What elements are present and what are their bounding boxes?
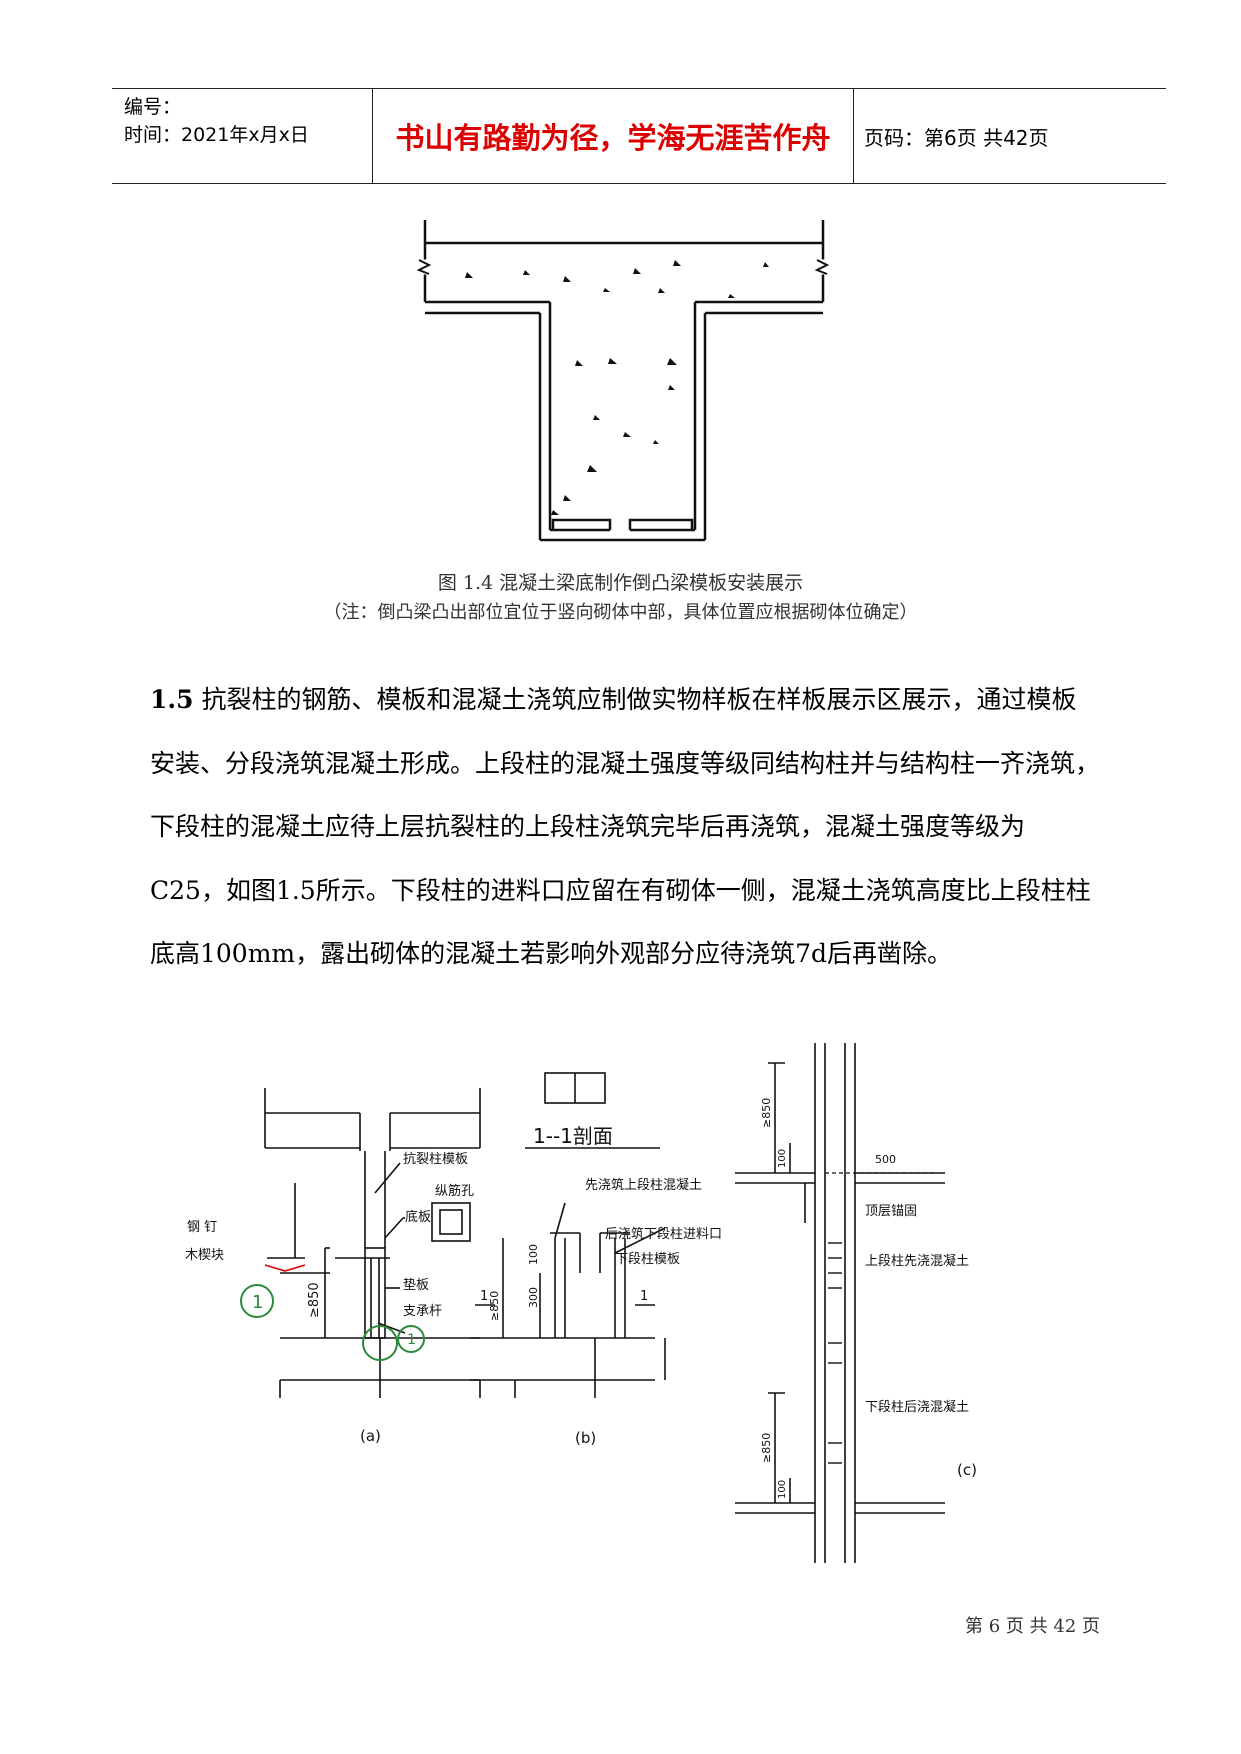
label-cut-right: 1 — [640, 1289, 648, 1304]
label-nail: 钢 钉 — [187, 1220, 217, 1235]
label-upper-pour: 上段柱先浇混凝土 — [865, 1253, 969, 1269]
label-d850-bot-c: ≥850 — [760, 1433, 773, 1463]
label-d850-top-c: ≥850 — [760, 1098, 773, 1128]
label-d100-bot-c: 100 — [777, 1480, 788, 1499]
header-meta: 编号： 时间：2021年x月x日 — [124, 93, 372, 149]
figure-1-5-crack-column: 抗裂柱模板 纵筋孔 底板 垫板 支承杆 钢 钉 木楔块 ≥850 1 1 (a)… — [185, 1043, 977, 1563]
label-formwork: 抗裂柱模板 — [403, 1152, 468, 1167]
number-label: 编号： — [124, 96, 182, 118]
label-section: 1--1剖面 — [533, 1124, 613, 1148]
label-d100-b: 100 — [527, 1244, 540, 1265]
marker-a-green-2: 1 — [407, 1332, 416, 1348]
time-label: 时间：2021年x月x日 — [124, 124, 309, 146]
label-lower-inlet: 后浇筑下段柱进料口 — [605, 1226, 722, 1242]
page-header: 编号： 时间：2021年x月x日 书山有路勤为径，学海无涯苦作舟 页码：第6页 … — [112, 88, 1166, 184]
label-upper-first: 先浇筑上段柱混凝土 — [585, 1177, 702, 1193]
label-cut-left: 1 — [480, 1289, 488, 1304]
figure-1-4-note: （注：倒凸梁凸出部位宜位于竖向砌体中部，具体位置应根据砌体位确定） — [323, 602, 918, 623]
label-lower-pour: 下段柱后浇混凝土 — [865, 1399, 969, 1415]
label-c: (c) — [957, 1461, 977, 1479]
label-b: (b) — [575, 1429, 596, 1447]
label-base-plate: 底板 — [405, 1209, 431, 1225]
figure-1-4-inverted-beam — [414, 220, 834, 542]
label-dim-a: ≥850 — [307, 1282, 322, 1318]
section-text: 抗裂柱的钢筋、模板和混凝土浇筑应制做实物样板在样板展示区展示，通过模板安装、分段… — [150, 685, 1101, 968]
label-pad: 垫板 — [403, 1277, 429, 1293]
section-1-5-paragraph: 1.5 抗裂柱的钢筋、模板和混凝土浇筑应制做实物样板在样板展示区展示，通过模板安… — [150, 668, 1100, 986]
label-top-anchor: 顶层锚固 — [865, 1204, 917, 1219]
label-a: (a) — [360, 1427, 381, 1445]
label-d500-c: 500 — [875, 1153, 896, 1166]
header-page-label: 页码：第6页 共42页 — [864, 125, 1049, 150]
section-number: 1.5 — [150, 685, 194, 714]
label-d100-top-c: 100 — [777, 1149, 788, 1168]
figure-1-4-caption: 图 1.4 混凝土梁底制作倒凸梁模板安装展示 — [437, 572, 804, 594]
label-bar-hole: 纵筋孔 — [435, 1183, 474, 1199]
marker-a-green: 1 — [252, 1292, 263, 1313]
label-d300-b: 300 — [527, 1287, 540, 1308]
label-wedge: 木楔块 — [185, 1248, 224, 1263]
label-support: 支承杆 — [403, 1304, 442, 1319]
label-d850-b: ≥850 — [488, 1291, 501, 1321]
page-footer: 第 6 页 共 42 页 — [965, 1616, 1100, 1637]
header-motto: 书山有路勤为径，学海无涯苦作舟 — [372, 89, 854, 183]
label-lower-form: 下段柱模板 — [615, 1252, 680, 1267]
